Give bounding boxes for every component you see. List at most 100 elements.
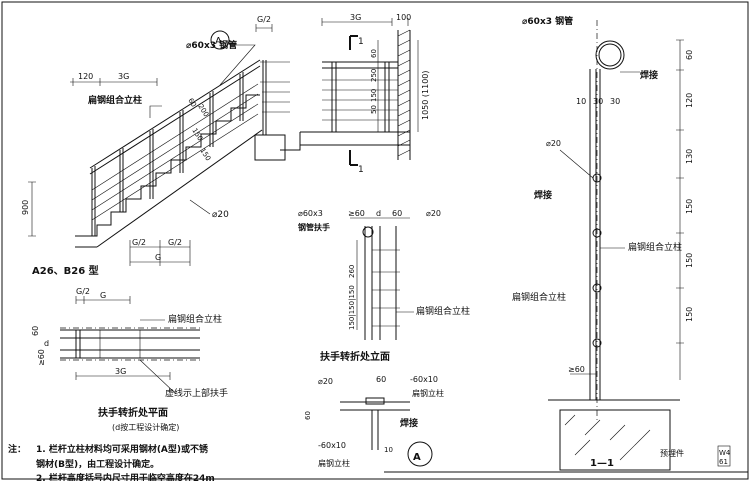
section-post-plates <box>589 69 601 400</box>
label-flat-bar: -60x10 <box>410 375 438 384</box>
leader-tube <box>219 44 256 86</box>
dim-d-turn: d <box>376 209 381 218</box>
dim-3g: 3G <box>118 72 129 81</box>
detail-post <box>371 410 379 450</box>
section-slab <box>300 131 410 146</box>
dim-ge60-plan: ≥60 <box>37 349 46 366</box>
label-rod-turn: ⌀20 <box>426 209 441 218</box>
dim-ge60-r: ≥60 <box>568 365 585 374</box>
label-handrail-tube: 钢管扶手 <box>298 222 330 232</box>
wall-edge <box>397 30 411 160</box>
label-turn-tube: ⌀60x3 <box>298 209 323 218</box>
dim-150-incl-b: 150 <box>198 147 212 163</box>
section-mark-bottom <box>349 150 358 166</box>
section-1-1: 60 120 130 150 150 150 ⌀60x3 钢管 焊接 10 30… <box>512 15 731 471</box>
elev-title: 扶手转折处立面 <box>320 350 390 363</box>
ref-mark-top: W4 <box>719 449 731 457</box>
dim-3g-plan: 3G <box>115 367 126 376</box>
plan-dashed-rails <box>60 327 200 361</box>
notes-block: 注： 1. 栏杆立柱材料均可采用钢材(A型)或不锈 钢材(B型)，由工程设计确定… <box>8 443 215 481</box>
dim-g-half-right: G/2 <box>168 238 182 247</box>
label-tube-spec: ⌀60x3 钢管 <box>186 39 237 51</box>
label-weld-mid: 焊接 <box>534 189 552 201</box>
leader-rod <box>189 199 211 215</box>
dim-3g-top: 3G <box>350 13 361 22</box>
section-handrail <box>322 61 398 69</box>
dim-150-r2: 150 <box>685 253 694 268</box>
dim-150-r1: 150 <box>685 199 694 214</box>
section-tube <box>595 40 625 70</box>
label-post-r: 扁钢组合立柱 <box>628 241 682 253</box>
dim-line-plan-3g <box>75 372 171 380</box>
rail-4 <box>91 113 259 221</box>
dim-g-half-plan: G/2 <box>76 287 90 296</box>
section-rails <box>322 79 398 121</box>
label-turn-post: 扁钢组合立柱 <box>416 305 470 317</box>
dim-60-v: 60 <box>370 49 378 58</box>
label-rod-dia: ⌀20 <box>212 210 229 220</box>
handrail-top-upper <box>89 59 261 169</box>
section-base <box>548 399 680 471</box>
stair-elevation: 120 3G 900 G/2 G/2 G 60 200 150 150 ⌀60x… <box>21 15 290 277</box>
dim-100: 100 <box>396 13 411 22</box>
dim-60-a: 60 <box>376 375 386 384</box>
turn-tube <box>362 226 374 238</box>
rail-2 <box>91 93 259 201</box>
plan-divisions <box>99 330 141 358</box>
label-flat-post: 扁钢组合立柱 <box>88 94 142 106</box>
label-section-tube: ⌀60x3 钢管 <box>522 15 573 27</box>
label-weld-a: 焊接 <box>400 417 418 429</box>
dim-60-turn: 60 <box>392 209 402 218</box>
dim-10: 10 <box>576 97 586 106</box>
dim-250: 250 <box>370 69 378 82</box>
label-flat-bar-b: -60x10 <box>318 441 346 450</box>
plan-subtitle: (d按工程设计确定) <box>112 422 179 432</box>
plan-detail: G/2 G 3G 60 ≥60 d 扁钢组合立柱 虚线示上部扶手 扶手转折处平面… <box>31 287 228 432</box>
base-hatch <box>564 414 651 461</box>
turn-elevation: ⌀60x3 ≥60 d 60 ⌀20 钢管扶手 260 150|150|150 … <box>298 209 470 363</box>
turn-rails <box>372 249 400 327</box>
leader-dashed <box>139 359 176 394</box>
dim-1050: 1050 (1100) <box>421 70 430 120</box>
dim-30b: 30 <box>610 97 620 106</box>
landing-section: 1 1 3G 100 60 250 150 50 1050 (1100) <box>280 13 430 175</box>
dim-g: G <box>155 253 161 262</box>
wall-hatch <box>397 29 411 157</box>
dim-60-plan: 60 <box>31 326 40 336</box>
section-posts <box>331 62 390 132</box>
stair-steps <box>75 94 260 237</box>
dim-150x3: 150|150|150 <box>348 285 356 330</box>
leader-post <box>149 105 162 118</box>
label-embedded: 预埋件 <box>660 448 684 458</box>
plan-post <box>75 330 81 358</box>
notes-line1b: 钢材(B型)，由工程设计确定。 <box>36 458 159 470</box>
section-rods <box>592 173 602 348</box>
dim-d-plan: d <box>44 339 49 348</box>
section-mark-top <box>349 35 358 50</box>
section-title: 1—1 <box>590 458 614 469</box>
dim-260: 260 <box>348 265 356 278</box>
dim-150-v: 150 <box>370 89 378 102</box>
ref-mark-box <box>717 445 731 467</box>
plan-title: 扶手转折处平面 <box>98 406 168 419</box>
detail-a-marker <box>210 30 230 50</box>
label-rod-a: ⌀20 <box>318 377 333 386</box>
dim-10-a: 10 <box>384 446 393 454</box>
ref-mark-bottom: 61 <box>719 458 728 466</box>
detail-a-circle <box>407 441 433 467</box>
dim-60-av: 60 <box>304 411 312 420</box>
dim-g-half-left: G/2 <box>132 238 146 247</box>
label-plan-post: 扁钢组合立柱 <box>168 313 222 325</box>
dim-900: 900 <box>21 200 30 215</box>
notes-prefix: 注： <box>8 443 26 455</box>
detail-cap <box>365 397 385 405</box>
dim-130-r: 130 <box>685 149 694 164</box>
detail-plate <box>340 401 410 411</box>
dim-g-plan: G <box>100 291 106 300</box>
detail-a-letter: A <box>413 452 421 463</box>
stair-posts <box>91 72 244 236</box>
dim-ge60-turn: ≥60 <box>348 209 365 218</box>
dim-60-incl: 60 <box>186 97 198 109</box>
